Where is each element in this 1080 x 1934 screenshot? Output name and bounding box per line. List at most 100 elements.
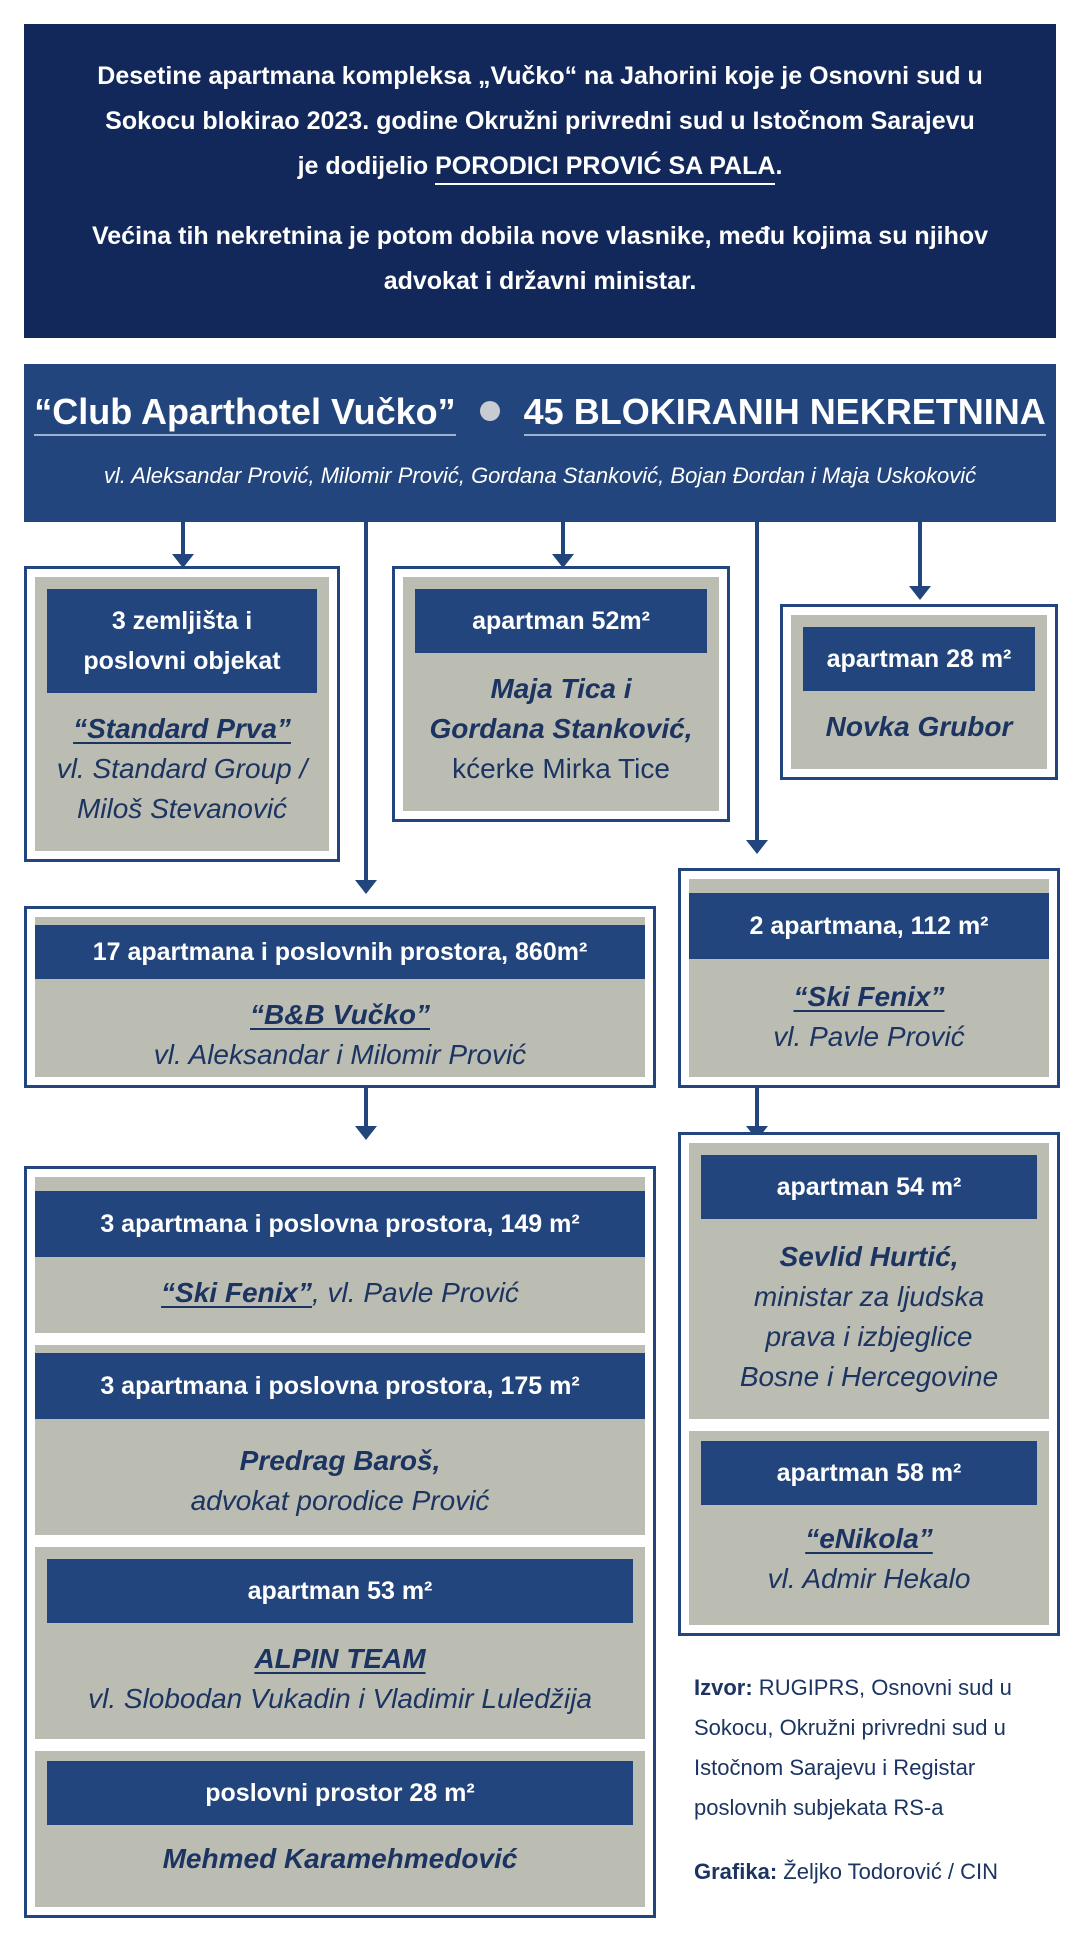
main-complex-box: “Club Aparthotel Vučko” 45 BLOKIRANIH NEK… xyxy=(24,364,1056,522)
owner-line: vl. Standard Group / xyxy=(56,753,308,784)
intro-line: advokat i državni ministar. xyxy=(383,267,697,295)
owner-line: vl. Aleksandar i Milomir Prović xyxy=(153,1039,527,1070)
card-mehmed-karamehmedovic: poslovni prostor 28 m² Mehmed Karamehmed… xyxy=(35,1751,645,1907)
credit-text: Željko Todorović / CIN xyxy=(777,1859,999,1884)
person-note: Bosne i Hercegovine xyxy=(739,1361,999,1392)
box-header: 2 apartmana, 112 m² xyxy=(689,893,1049,959)
card-sevlid-hurtic: apartman 54 m² Sevlid Hurtić, ministar z… xyxy=(689,1143,1049,1419)
box-body: “Ski Fenix” vl. Pavle Prović xyxy=(689,977,1049,1057)
graphic-credit: Grafika: Željko Todorović / CIN xyxy=(694,1852,1064,1892)
arrow-down-icon xyxy=(746,840,768,854)
box-body: ALPIN TEAM vl. Slobodan Vukadin i Vladim… xyxy=(35,1639,645,1719)
arrow-down-icon xyxy=(172,554,194,568)
box-header: poslovni prostor 28 m² xyxy=(47,1761,633,1825)
box-body: “B&B Vučko” vl. Aleksandar i Milomir Pro… xyxy=(35,995,645,1075)
source-line: Sokocu, Okružni privredni sud u xyxy=(694,1715,1006,1740)
box-header: 17 apartmana i poslovnih prostora, 860m² xyxy=(35,925,645,979)
card-enikola: apartman 58 m² “eNikola” vl. Admir Hekal… xyxy=(689,1431,1049,1625)
blocked-count: 45 BLOKIRANIH NEKRETNINA xyxy=(523,391,1046,436)
intro-highlight: PORODICI PROVIĆ SA PALA xyxy=(435,152,776,185)
box-standard-prva: 3 zemljišta i poslovni objekat “Standard… xyxy=(24,566,340,862)
box-header: apartman 58 m² xyxy=(701,1441,1037,1505)
intro-line: Sokocu blokirao 2023. godine Okružni pri… xyxy=(105,107,975,135)
company-name: “eNikola” xyxy=(805,1523,933,1554)
source-line: Izvor: RUGIPRS, Osnovni sud u xyxy=(694,1668,1064,1708)
card: 17 apartmana i poslovnih prostora, 860m²… xyxy=(35,917,645,1077)
connector-line xyxy=(918,522,922,588)
card: 3 zemljišta i poslovni objekat “Standard… xyxy=(35,577,329,851)
intro-box: Desetine apartmana kompleksa „Vučko“ na … xyxy=(24,24,1056,338)
arrow-down-icon xyxy=(355,1126,377,1140)
box-header: apartman 53 m² xyxy=(47,1559,633,1623)
intro-paragraph-2: Većina tih nekretnina je potom dobila no… xyxy=(24,214,1056,304)
box-novka-grubor: apartman 28 m² Novka Grubor xyxy=(780,604,1058,780)
box-body: Sevlid Hurtić, ministar za ljudska prava… xyxy=(689,1237,1049,1397)
group-ski-fenix-transfers: apartman 54 m² Sevlid Hurtić, ministar z… xyxy=(678,1132,1060,1636)
complex-name: “Club Aparthotel Vučko” xyxy=(34,391,456,436)
complex-owners: vl. Aleksandar Prović, Milomir Prović, G… xyxy=(103,463,977,488)
header-line: poslovni objekat xyxy=(83,647,281,675)
separator-dot-icon xyxy=(479,401,500,421)
source-line: poslovnih subjekata RS-a xyxy=(694,1795,944,1820)
connector-line xyxy=(364,1088,368,1128)
card: 2 apartmana, 112 m² “Ski Fenix” vl. Pavl… xyxy=(689,879,1049,1077)
box-header: 3 zemljišta i poslovni objekat xyxy=(47,589,317,693)
connector-line xyxy=(755,522,759,842)
connector-line xyxy=(561,522,565,556)
group-bb-vucko-transfers: 3 apartmana i poslovna prostora, 149 m² … xyxy=(24,1166,656,1918)
box-body: Novka Grubor xyxy=(791,707,1047,747)
owner-line: Miloš Stevanović xyxy=(76,793,288,824)
box-header: apartman 54 m² xyxy=(701,1155,1037,1219)
box-header: 3 apartmana i poslovna prostora, 175 m² xyxy=(35,1353,645,1419)
intro-line: Desetine apartmana kompleksa „Vučko“ na … xyxy=(97,62,983,90)
box-body: Mehmed Karamehmedović xyxy=(35,1839,645,1879)
box-body: Maja Tica i Gordana Stanković, kćerke Mi… xyxy=(403,669,719,789)
card-ski-fenix-149: 3 apartmana i poslovna prostora, 149 m² … xyxy=(35,1177,645,1333)
box-body: “Standard Prva” vl. Standard Group / Mil… xyxy=(35,709,329,829)
connector-line xyxy=(755,1088,759,1128)
credit-label: Grafika: xyxy=(694,1859,778,1884)
connector-line xyxy=(364,522,368,882)
person-name: Predrag Baroš, xyxy=(239,1445,441,1476)
intro-line-post: . xyxy=(775,152,783,180)
main-title-row: “Club Aparthotel Vučko” 45 BLOKIRANIH NEK… xyxy=(24,386,1056,438)
company-name: “Ski Fenix” xyxy=(793,981,945,1012)
person-note: prava i izbjeglice xyxy=(765,1321,973,1352)
person-name: Maja Tica i xyxy=(490,673,632,704)
card: apartman 52m² Maja Tica i Gordana Stanko… xyxy=(403,577,719,811)
box-body: Predrag Baroš, advokat porodice Prović xyxy=(35,1441,645,1521)
arrow-down-icon xyxy=(355,880,377,894)
source-note: Izvor: RUGIPRS, Osnovni sud u Sokocu, Ok… xyxy=(694,1668,1064,1828)
owner-line: vl. Admir Hekalo xyxy=(767,1563,971,1594)
person-note: kćerke Mirka Tice xyxy=(452,753,670,784)
arrow-down-icon xyxy=(909,586,931,600)
source-label: Izvor: xyxy=(694,1675,753,1700)
source-line: Istočnom Sarajevu i Registar xyxy=(694,1755,976,1780)
card-alpin-team: apartman 53 m² ALPIN TEAM vl. Slobodan V… xyxy=(35,1547,645,1739)
intro-line-pre: je dodijelio xyxy=(297,152,436,180)
arrow-down-icon xyxy=(552,554,574,568)
owner-line: , vl. Pavle Prović xyxy=(311,1277,519,1308)
owner-line: vl. Pavle Prović xyxy=(773,1021,965,1052)
box-header: 3 apartmana i poslovna prostora, 149 m² xyxy=(35,1191,645,1257)
card-predrag-baros: 3 apartmana i poslovna prostora, 175 m² … xyxy=(35,1345,645,1535)
intro-paragraph-1: Desetine apartmana kompleksa „Vučko“ na … xyxy=(24,54,1056,189)
person-name: Mehmed Karamehmedović xyxy=(162,1843,518,1874)
box-bb-vucko: 17 apartmana i poslovnih prostora, 860m²… xyxy=(24,906,656,1088)
intro-line: Većina tih nekretnina je potom dobila no… xyxy=(91,222,989,250)
source-text: RUGIPRS, Osnovni sud u xyxy=(752,1675,1012,1700)
box-ski-fenix-right: 2 apartmana, 112 m² “Ski Fenix” vl. Pavl… xyxy=(678,868,1060,1088)
intro-line: je dodijelio PORODICI PROVIĆ SA PALA. xyxy=(24,144,1056,189)
person-note: advokat porodice Prović xyxy=(190,1485,490,1516)
person-note: ministar za ljudska xyxy=(753,1281,985,1312)
company-name: ALPIN TEAM xyxy=(254,1643,426,1674)
company-name: “B&B Vučko” xyxy=(250,999,430,1030)
person-name: Sevlid Hurtić, xyxy=(779,1241,959,1272)
box-header: apartman 52m² xyxy=(415,589,707,653)
person-name: Novka Grubor xyxy=(825,711,1013,742)
person-name: Gordana Stanković, xyxy=(429,713,693,744)
box-body: “Ski Fenix”, vl. Pavle Prović xyxy=(35,1273,645,1313)
box-header: apartman 28 m² xyxy=(803,627,1035,691)
header-line: 3 zemljišta i xyxy=(111,607,253,635)
connector-line xyxy=(181,522,185,556)
